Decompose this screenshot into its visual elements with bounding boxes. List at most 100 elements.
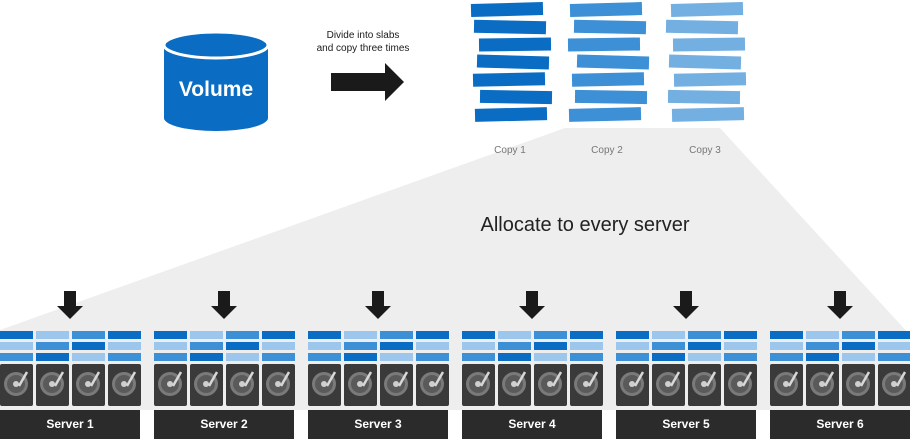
slab [569, 2, 643, 17]
slab [108, 342, 141, 350]
server-1 [0, 291, 141, 439]
hard-drive-icon [878, 364, 910, 406]
slab [806, 342, 839, 350]
server-label-bar [616, 410, 756, 439]
slab [770, 331, 803, 339]
slab [462, 331, 495, 339]
hard-drive-icon [806, 364, 839, 406]
slab [673, 72, 747, 87]
slab [878, 342, 910, 350]
slab [688, 342, 721, 350]
arrow-down-icon [827, 291, 853, 319]
slab [576, 54, 650, 70]
hard-drive-icon [570, 364, 603, 406]
hard-drive-icon [154, 364, 187, 406]
slab [416, 342, 449, 350]
copy-2-stack [567, 2, 650, 122]
arrow-down-icon [673, 291, 699, 319]
slab [672, 37, 746, 52]
server-label-bar [154, 410, 294, 439]
arrow-down-icon [211, 291, 237, 319]
server-label-bar [770, 410, 910, 439]
slab [878, 353, 910, 361]
slab [534, 353, 567, 361]
slab [574, 89, 648, 105]
slab [474, 107, 548, 122]
slab [0, 331, 33, 339]
slab [72, 353, 105, 361]
server-2 [154, 291, 295, 439]
slab [308, 353, 341, 361]
server-4 [462, 291, 603, 439]
slab [842, 342, 875, 350]
slab [470, 2, 544, 17]
server-label-bar [0, 410, 140, 439]
server-1-label: Server 1 [46, 417, 94, 431]
volume-cylinder-icon [162, 30, 270, 131]
slab [344, 342, 377, 350]
slab [72, 331, 105, 339]
arrow-right-icon [331, 63, 404, 101]
server-3-label: Server 3 [354, 417, 402, 431]
copy-1-label: Copy 1 [494, 145, 526, 156]
hard-drive-icon [226, 364, 259, 406]
slab [108, 353, 141, 361]
slab [416, 331, 449, 339]
slab [380, 342, 413, 350]
hard-drive-icon [36, 364, 69, 406]
slab [568, 107, 642, 122]
slab [570, 353, 603, 361]
hard-drive-icon [462, 364, 495, 406]
slab [652, 331, 685, 339]
slab [688, 331, 721, 339]
slab [534, 342, 567, 350]
hard-drive-icon [616, 364, 649, 406]
slab [567, 37, 641, 52]
slab [479, 89, 553, 105]
slab [308, 331, 341, 339]
hard-drive-icon [108, 364, 141, 406]
hard-drive-icon [498, 364, 531, 406]
slab [667, 89, 741, 105]
copy-3-label: Copy 3 [689, 145, 721, 156]
slab [308, 342, 341, 350]
slab [688, 353, 721, 361]
server-5 [616, 291, 757, 439]
slab [724, 331, 757, 339]
slab [36, 342, 69, 350]
slab [534, 331, 567, 339]
step-label-line1: Divide into slabs [326, 30, 400, 41]
server-label-bar [462, 410, 602, 439]
slab [462, 353, 495, 361]
slab [806, 353, 839, 361]
hard-drive-icon [534, 364, 567, 406]
hard-drive-icon [380, 364, 413, 406]
slab [652, 342, 685, 350]
slab [0, 342, 33, 350]
slab [670, 2, 744, 17]
slab [652, 353, 685, 361]
hard-drive-icon [416, 364, 449, 406]
hard-drive-icon [190, 364, 223, 406]
slab [616, 342, 649, 350]
slab [473, 19, 547, 35]
hard-drive-icon [842, 364, 875, 406]
slab [498, 331, 531, 339]
hard-drive-icon [262, 364, 295, 406]
allocate-label: Allocate to every server [480, 214, 690, 236]
slab [154, 353, 187, 361]
slab [842, 353, 875, 361]
slab [616, 353, 649, 361]
copy-1-stack [470, 2, 553, 122]
arrow-down-icon [57, 291, 83, 319]
slab [72, 342, 105, 350]
server-row [0, 291, 910, 439]
hard-drive-icon [72, 364, 105, 406]
allocation-fan [0, 128, 910, 410]
slab [476, 54, 550, 70]
slab [478, 37, 552, 52]
server-2-label: Server 2 [200, 417, 248, 431]
slab [108, 331, 141, 339]
slab [380, 353, 413, 361]
